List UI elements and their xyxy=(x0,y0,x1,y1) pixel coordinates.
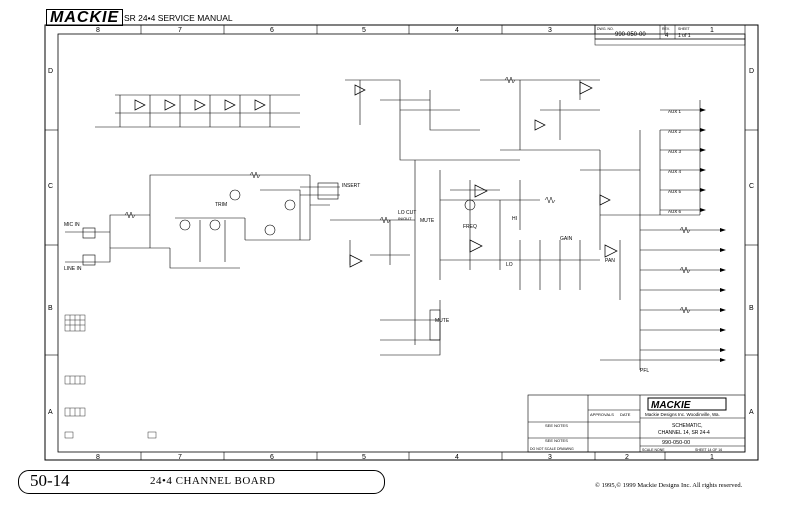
lo-cut-inout-label: IN/OUT xyxy=(398,216,412,221)
line-in-label: LINE IN xyxy=(64,266,82,272)
title-dwg-no: 990-050-00 xyxy=(662,440,690,446)
footer-badge xyxy=(18,470,385,494)
title-scale: SCALE NONE xyxy=(642,448,665,452)
copyright: © 1995,© 1999 Mackie Designs Inc. All ri… xyxy=(595,482,743,489)
rev-label: REV. xyxy=(662,27,670,31)
pad-grids xyxy=(64,314,157,439)
revision-block: DWG. NO. 990-050-00 REV. 4 SHEET 1 of 1 xyxy=(594,24,746,46)
manual-subtitle: SR 24•4 SERVICE MANUAL xyxy=(124,13,233,23)
col-bot-4: 4 xyxy=(455,454,459,461)
title-block xyxy=(527,394,746,453)
title-sheet: SHEET 14 OF 16 xyxy=(695,448,722,452)
aux-2-label: AUX 2 xyxy=(668,129,682,134)
col-top-7: 7 xyxy=(178,27,182,34)
resistors xyxy=(124,76,691,314)
outer-frame xyxy=(44,24,759,461)
row-left-d: D xyxy=(48,68,53,75)
col-top-5: 5 xyxy=(362,27,366,34)
col-top-6: 6 xyxy=(270,27,274,34)
col-top-4: 4 xyxy=(455,27,459,34)
hi-label: HI xyxy=(512,216,517,222)
freq-label: FREQ xyxy=(463,224,477,230)
dwg-no-label: DWG. NO. xyxy=(597,27,614,31)
row-right-a: A xyxy=(749,409,754,416)
col-bot-3: 3 xyxy=(548,454,552,461)
col-bot-1: 1 xyxy=(710,454,714,461)
col-top-1: 1 xyxy=(710,27,714,34)
sheet-top: 1 of 1 xyxy=(678,33,691,39)
aux-3-label: AUX 3 xyxy=(668,149,682,154)
title-see-notes: SEE NOTES xyxy=(545,423,568,428)
aux-6-label: AUX 6 xyxy=(668,209,682,214)
aux-5-label: AUX 5 xyxy=(668,189,682,194)
wires xyxy=(65,79,720,370)
schematic-labels: INSERT LO CUT IN/OUT MUTE MUTE FREQ LO H… xyxy=(64,109,682,374)
row-right-c: C xyxy=(749,183,754,190)
bus-arrows xyxy=(700,108,726,362)
title-company-sub: Mackie Designs Inc. Woodinville, Wa. xyxy=(645,412,720,417)
row-right-d: D xyxy=(749,68,754,75)
pfl-label: PFL xyxy=(640,368,649,374)
trim-label: TRIM xyxy=(215,202,227,208)
col-top-3: 3 xyxy=(548,27,552,34)
title-date: DATE xyxy=(620,412,631,417)
inner-frame xyxy=(57,33,746,453)
grid-ticks xyxy=(45,25,758,460)
dwg-no-top: 990-050-00 xyxy=(615,32,646,38)
pan-label: PAN xyxy=(605,258,615,264)
aux-4-label: AUX 4 xyxy=(668,169,682,174)
col-top-8: 8 xyxy=(96,27,100,34)
col-bot-7: 7 xyxy=(178,454,182,461)
title-block-text: MACKIE Mackie Designs Inc. Woodinville, … xyxy=(530,397,727,452)
mic-in-label: MIC IN xyxy=(64,222,80,228)
title-finish: SEE NOTES xyxy=(545,438,568,443)
col-bot-2: 2 xyxy=(625,454,629,461)
title-schematic: SCHEMATIC, xyxy=(672,423,702,429)
title-channel: CHANNEL 14, SR 24-4 xyxy=(658,430,710,436)
row-right-b: B xyxy=(749,305,754,312)
col-bot-8: 8 xyxy=(96,454,100,461)
gain-label: GAIN xyxy=(560,236,573,242)
aux-1-label: AUX 1 xyxy=(668,109,682,114)
row-left-b: B xyxy=(48,305,53,312)
mute-label: MUTE xyxy=(420,218,435,224)
title-company: MACKIE xyxy=(651,400,691,411)
board-title: 24•4 CHANNEL BOARD xyxy=(150,475,276,487)
insert-label: INSERT xyxy=(342,183,360,189)
row-labels: D C B A D C B A xyxy=(48,68,754,416)
rev-value: 4 xyxy=(665,33,669,39)
components xyxy=(82,182,476,341)
lo-label: LO xyxy=(506,262,513,268)
row-left-a: A xyxy=(48,409,53,416)
page-number: 50-14 xyxy=(30,471,70,490)
lo-cut-label: LO CUT xyxy=(398,210,416,216)
mute-lower-label: MUTE xyxy=(435,318,450,324)
column-labels: 8 7 6 5 4 3 1 8 7 6 5 4 3 2 1 xyxy=(96,27,714,461)
title-do-not-scale: DO NOT SCALE DRAWING xyxy=(530,447,574,451)
col-bot-5: 5 xyxy=(362,454,366,461)
title-approvals: APPROVALS xyxy=(590,412,614,417)
col-bot-6: 6 xyxy=(270,454,274,461)
opamps xyxy=(134,81,618,268)
row-left-c: C xyxy=(48,183,53,190)
sheet-label: SHEET xyxy=(678,27,691,31)
